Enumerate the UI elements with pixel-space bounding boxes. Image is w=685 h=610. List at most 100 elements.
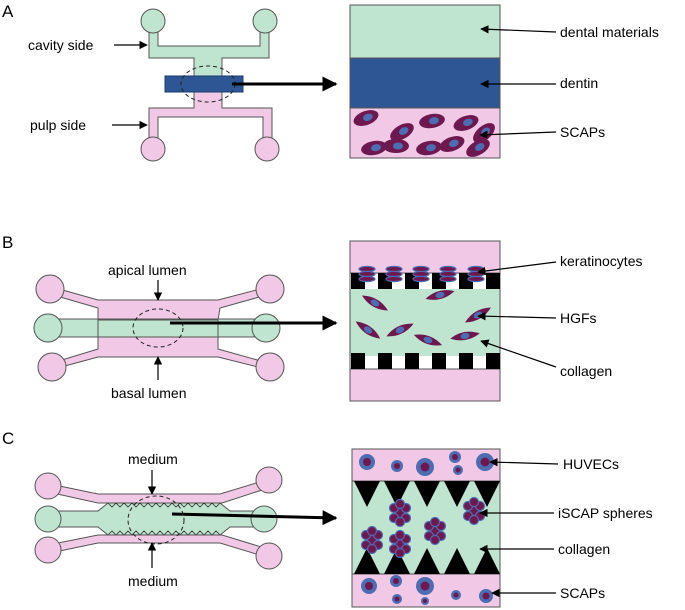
layer-dentin [349, 57, 501, 109]
keratinocyte-stacks [358, 265, 485, 283]
pointer-keratinocytes [477, 261, 557, 276]
upper-port-right [255, 466, 283, 494]
iscap-sphere-cell [366, 543, 378, 555]
cell-nucleus [363, 326, 373, 334]
lower-port-left [34, 536, 62, 564]
pointer-collagen-b [480, 339, 557, 368]
label-scaps-c: SCAPs [560, 585, 605, 601]
iscap-sphere-cell [429, 516, 441, 528]
panel-c-cross-section [351, 448, 501, 608]
cell-nucleus [449, 139, 459, 148]
panel-a-cross-section [349, 4, 501, 159]
cell-nucleus [363, 458, 371, 466]
upper-medium-channel [47, 479, 269, 504]
panel-a: A cavity side pulp side dental materia [2, 2, 659, 162]
cell-nucleus [394, 596, 400, 602]
label-keratinocytes: keratinocytes [560, 253, 642, 269]
zoom-region-outline-b [132, 308, 184, 348]
pointer-huvecs [489, 458, 559, 467]
panel-c-chip-diagram [34, 466, 283, 570]
membrane-pore-wall [459, 353, 473, 369]
cell-nucleus [363, 113, 373, 122]
pointer-scaps-a [479, 130, 557, 139]
cell-nucleus [420, 462, 430, 472]
label-medium-top: medium [128, 451, 178, 467]
panel-b-cross-section [349, 240, 501, 402]
apical-port-left [35, 274, 65, 304]
panel-b-letter: B [2, 233, 13, 252]
panel-b-chip-diagram [33, 274, 285, 382]
pillar-triangle [384, 481, 410, 507]
cell-nucleus [480, 457, 490, 467]
pillar-triangle [444, 481, 470, 507]
label-collagen-c: collagen [558, 541, 610, 557]
basal-port-right [255, 352, 285, 382]
scaps-cells-a [353, 110, 495, 157]
cell-nucleus [426, 144, 436, 152]
basal-port-left [37, 352, 67, 382]
label-pulp-side: pulp side [30, 117, 86, 133]
cell-nucleus [455, 467, 461, 473]
cavity-side-channel [148, 29, 270, 77]
keratinocyte-cell [467, 275, 485, 283]
cell-nucleus [423, 336, 433, 344]
membrane-pore-wall [486, 353, 500, 369]
cell-nucleus [423, 599, 427, 603]
cavity-side-port-right [252, 8, 278, 34]
cell-nucleus [370, 299, 380, 307]
iscap-sphere-cell [429, 534, 441, 546]
apical-channel [49, 286, 271, 321]
label-iscap-spheres: iSCAP spheres [558, 505, 653, 521]
iscap-spheres [360, 496, 486, 559]
cell-nucleus [371, 144, 381, 152]
cell-nucleus [435, 291, 445, 299]
cavity-side-port-left [140, 8, 166, 34]
cell-nucleus [452, 454, 458, 460]
panel-a-letter: A [2, 2, 14, 21]
panel-c: C medium medium [2, 429, 653, 608]
label-apical-lumen: apical lumen [108, 262, 187, 278]
cross-section-outline-b [349, 240, 501, 402]
cell-nucleus [393, 142, 403, 150]
gel-port-right [250, 505, 278, 533]
iscap-sphere-cell [394, 516, 406, 528]
pointer-dental-materials [480, 25, 557, 34]
pillar-triangle [414, 481, 440, 507]
cell-nucleus [475, 143, 485, 151]
panel-c-letter: C [2, 429, 14, 448]
pillar-triangle [444, 548, 470, 574]
pulp-side-channel [148, 91, 273, 144]
iscap-sphere-cell [366, 525, 378, 537]
keratinocyte-cell [358, 275, 376, 283]
layer-dental-materials [349, 4, 501, 59]
label-dentin: dentin [560, 75, 598, 91]
gel-chamber [47, 502, 267, 536]
cell-nucleus [365, 582, 373, 590]
pulp-side-port-right [254, 136, 280, 162]
iscap-sphere-cell [394, 529, 406, 541]
membrane-pore-wall [486, 273, 500, 289]
iscap-sphere-cell [468, 514, 480, 526]
pillar-triangle [354, 548, 380, 574]
lower-port-right [255, 542, 283, 570]
basal-channel [49, 336, 271, 371]
label-hgfs: HGFs [560, 310, 597, 326]
zoom-arrow-c [171, 510, 338, 526]
upper-port-left [34, 472, 62, 500]
apical-port-right [255, 274, 285, 304]
membrane-pore-wall [432, 353, 446, 369]
lower-medium-channel [47, 534, 269, 558]
membrane-pore-wall [405, 353, 419, 369]
cell-nucleus [399, 127, 409, 135]
label-scaps-a: SCAPs [560, 124, 605, 140]
label-medium-bottom: medium [128, 573, 178, 589]
pillar-triangle [384, 548, 410, 574]
keratinocyte-cell [385, 275, 403, 283]
label-dental-materials: dental materials [560, 24, 659, 40]
iscap-sphere-cell [394, 547, 406, 559]
central-port-left [33, 313, 63, 343]
membrane-pore-wall [351, 353, 365, 369]
pillar-triangle [474, 548, 500, 574]
pillar-triangle [414, 548, 440, 574]
